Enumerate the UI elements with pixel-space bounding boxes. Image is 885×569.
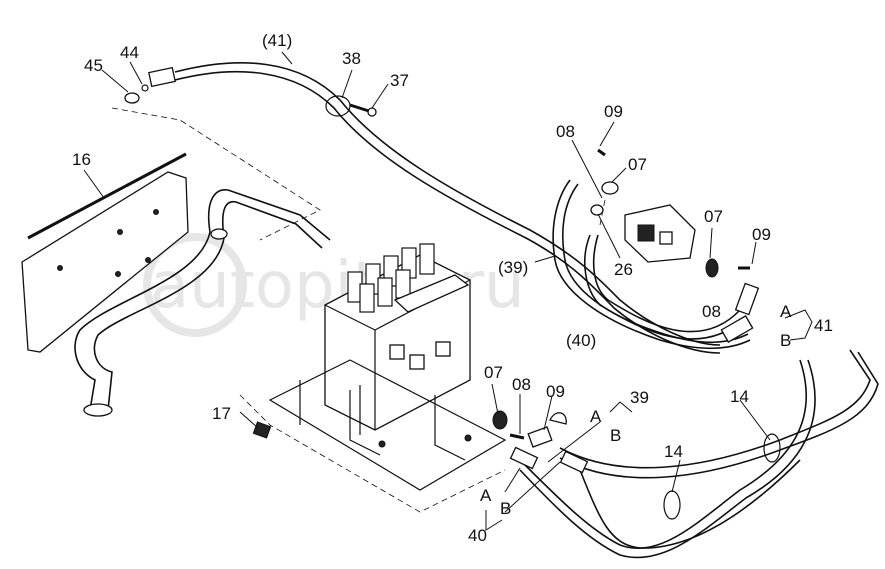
label-39-paren: (39) [498,258,528,277]
label-41-top: (41) [262,31,292,50]
label-14-lower: 14 [664,442,683,461]
lower-hoses [519,349,879,559]
label-b-lower: B [610,426,621,445]
label-a-bottom: A [480,486,492,505]
label-08-top: 08 [556,122,575,141]
label-a-lower: A [590,407,602,426]
label-44: 44 [120,43,139,62]
label-39: 39 [630,388,649,407]
lower-fittings [492,410,589,474]
label-08-lower: 08 [512,375,531,394]
label-09-lower: 09 [546,382,565,401]
label-07-right: 07 [704,207,723,226]
label-08-right: 08 [702,302,721,321]
suction-pipe [74,189,331,417]
label-38: 38 [342,49,361,68]
hose-pair [552,179,760,350]
mounting-plate [21,152,189,353]
label-07-top: 07 [628,155,647,174]
label-09-right: 09 [752,225,771,244]
label-16: 16 [72,150,91,169]
label-17: 17 [212,404,231,423]
label-07-lower: 07 [484,363,503,382]
label-45: 45 [84,56,103,75]
label-41-right: 41 [814,316,833,335]
label-40-paren: (40) [566,331,596,350]
label-09-top: 09 [604,102,623,121]
label-26: 26 [614,260,633,279]
control-valve [324,243,471,431]
label-37: 37 [390,71,409,90]
valve-stand [268,359,507,491]
label-40: 40 [468,526,487,545]
clamp-38 [325,95,377,117]
pilot-pump [590,148,750,278]
leader-lines [83,51,813,531]
part-labels: 45 44 (41) 38 37 16 09 08 07 07 09 26 (3… [72,31,833,545]
label-14-right: 14 [730,387,749,406]
label-b-bottom: B [500,499,511,518]
label-b-right: B [780,331,791,350]
part-17 [252,421,272,439]
label-a-right: A [780,302,792,321]
